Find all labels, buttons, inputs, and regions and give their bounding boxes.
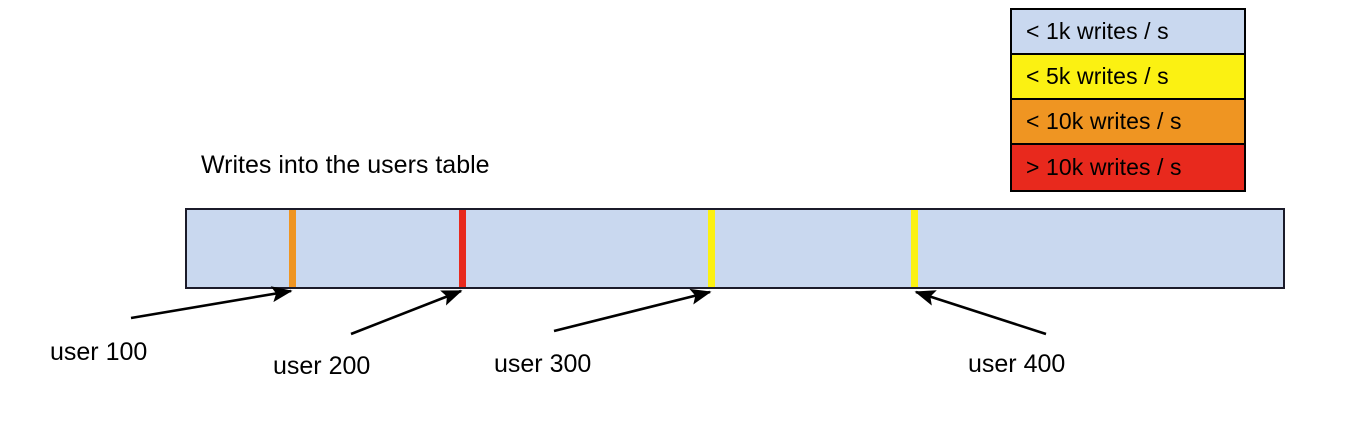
legend-label-under-5k: < 5k writes / s — [1026, 63, 1169, 89]
user-100-arrow — [130, 286, 293, 320]
legend-label-under-10k: < 10k writes / s — [1026, 108, 1182, 134]
user-400-arrow — [914, 290, 1047, 336]
user-200-arrow — [350, 289, 463, 336]
user-200-label: user 200 — [273, 352, 371, 380]
legend-row-under-5k: < 5k writes / s — [1012, 55, 1244, 100]
legend-label-over-10k: > 10k writes / s — [1026, 154, 1182, 180]
legend-row-under-1k: < 1k writes / s — [1012, 10, 1244, 55]
user-100-label: user 100 — [50, 338, 148, 366]
user-300-arrow — [553, 288, 712, 333]
legend-row-under-10k: < 10k writes / s — [1012, 100, 1244, 145]
user-300-label: user 300 — [494, 350, 592, 378]
user-300-stripe — [708, 210, 715, 287]
user-400-label: user 400 — [968, 350, 1066, 378]
users-table-bar — [185, 208, 1285, 289]
user-400-stripe — [911, 210, 918, 287]
legend-row-over-10k: > 10k writes / s — [1012, 145, 1244, 190]
legend-label-under-1k: < 1k writes / s — [1026, 18, 1169, 44]
user-200-stripe — [459, 210, 466, 287]
user-100-stripe — [289, 210, 296, 287]
legend: < 1k writes / s < 5k writes / s < 10k wr… — [1010, 8, 1246, 192]
diagram-caption: Writes into the users table — [201, 151, 490, 179]
